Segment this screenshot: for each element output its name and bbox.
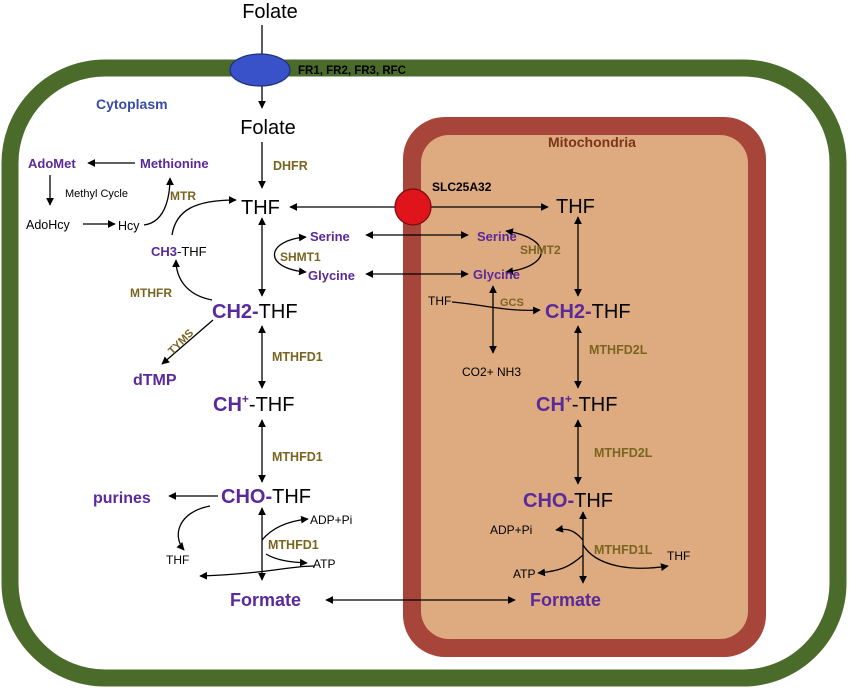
ch2-thf-mito-label: CH2-THF (545, 301, 631, 323)
mthfd1-c-label: MTHFD1 (268, 538, 319, 552)
mtr-label: MTR (170, 189, 196, 203)
mtr-curved-arrow (143, 177, 174, 226)
mthfd1l-adp-arrow (555, 525, 584, 541)
chplus-thf-mito-label: CH+-THF (536, 392, 617, 416)
co2-nh3-label: CO2+ NH3 (462, 365, 521, 379)
glycine-mito-label: Glycine (473, 267, 520, 282)
adp-pi-mito-label: ADP+Pi (490, 523, 532, 537)
mthfd2l-a-label: MTHFD2L (589, 343, 648, 357)
mthfd1l-label: MTHFD1L (594, 543, 653, 557)
ch2-thf-cyto-label: CH2-THF (212, 301, 298, 323)
serine-mito-label: Serine (477, 229, 517, 244)
thf-small-mito-label: THF (667, 549, 690, 563)
dtmp-label: dTMP (133, 372, 177, 389)
mthfd1-a-label: MTHFD1 (272, 350, 323, 364)
thf-mito-label: THF (556, 196, 595, 218)
atp-release-cyto-arrow (265, 553, 308, 567)
formate-cyto-label: Formate (230, 590, 301, 610)
folate-outside-label: Folate (242, 1, 298, 23)
methyl-cycle-label: Methyl Cycle (65, 188, 128, 200)
adp-pi-cyto-label: ADP+Pi (310, 513, 352, 527)
slc25a32-label: SLC25A32 (432, 180, 492, 194)
transporter-fr-label: FR1, FR2, FR3, RFC (298, 65, 406, 77)
mitochondria-matrix (421, 135, 748, 639)
mthfd1l-thf-arrow (582, 544, 669, 571)
cho-thf-release-arrow (176, 505, 211, 551)
purines-label: purines (93, 490, 151, 507)
methionine-label: Methionine (140, 156, 209, 171)
hcy-label: Hcy (118, 219, 140, 233)
mthfd1-b-label: MTHFD1 (272, 450, 323, 464)
mtr-thf-arrow (171, 196, 237, 236)
cho-thf-mito-label: CHO-THF (523, 490, 613, 512)
thf-gcs-label: THF (428, 294, 451, 308)
slc25a32-transporter (394, 188, 432, 226)
chplus-thf-cyto-label: CH+-THF (213, 392, 294, 416)
folate-transporter (229, 53, 291, 87)
adohcy-label: AdoHcy (26, 218, 71, 232)
glycine-cyto-label: Glycine (308, 268, 355, 283)
tyms-arrow (161, 319, 214, 365)
folate-inside-label: Folate (240, 117, 296, 139)
adp-release-cyto-arrow (261, 515, 309, 541)
mitochondria-label: Mitochondria (548, 134, 636, 150)
shmt2-label: SHMT2 (520, 243, 561, 257)
thf-small-cyto-label: THF (166, 553, 189, 567)
cho-thf-cyto-label: CHO-THF (221, 486, 311, 508)
atp-cyto-label: ATP (313, 557, 335, 571)
atp-mito-label: ATP (513, 567, 535, 581)
dhfr-label: DHFR (273, 159, 308, 173)
mthfr-label: MTHFR (130, 286, 172, 300)
mthfr-arrow (172, 259, 213, 301)
thf-cyto-label: THF (241, 197, 280, 219)
shmt1-label: SHMT1 (280, 250, 321, 264)
gcs-thf-arrow (451, 301, 541, 315)
ch3-thf-label: CH3-THF (151, 244, 207, 259)
shmt1-curved-arrow (273, 233, 307, 276)
cytoplasm-label: Cytoplasm (96, 96, 168, 112)
mthfd1l-atp-arrow (537, 554, 584, 577)
mthfd2l-b-label: MTHFD2L (594, 446, 653, 460)
shmt2-curved-arrow (505, 228, 542, 275)
gcs-label: GCS (500, 297, 524, 309)
serine-cyto-label: Serine (310, 229, 350, 244)
adomet-label: AdoMet (28, 156, 76, 171)
formate-mito-label: Formate (530, 590, 601, 610)
